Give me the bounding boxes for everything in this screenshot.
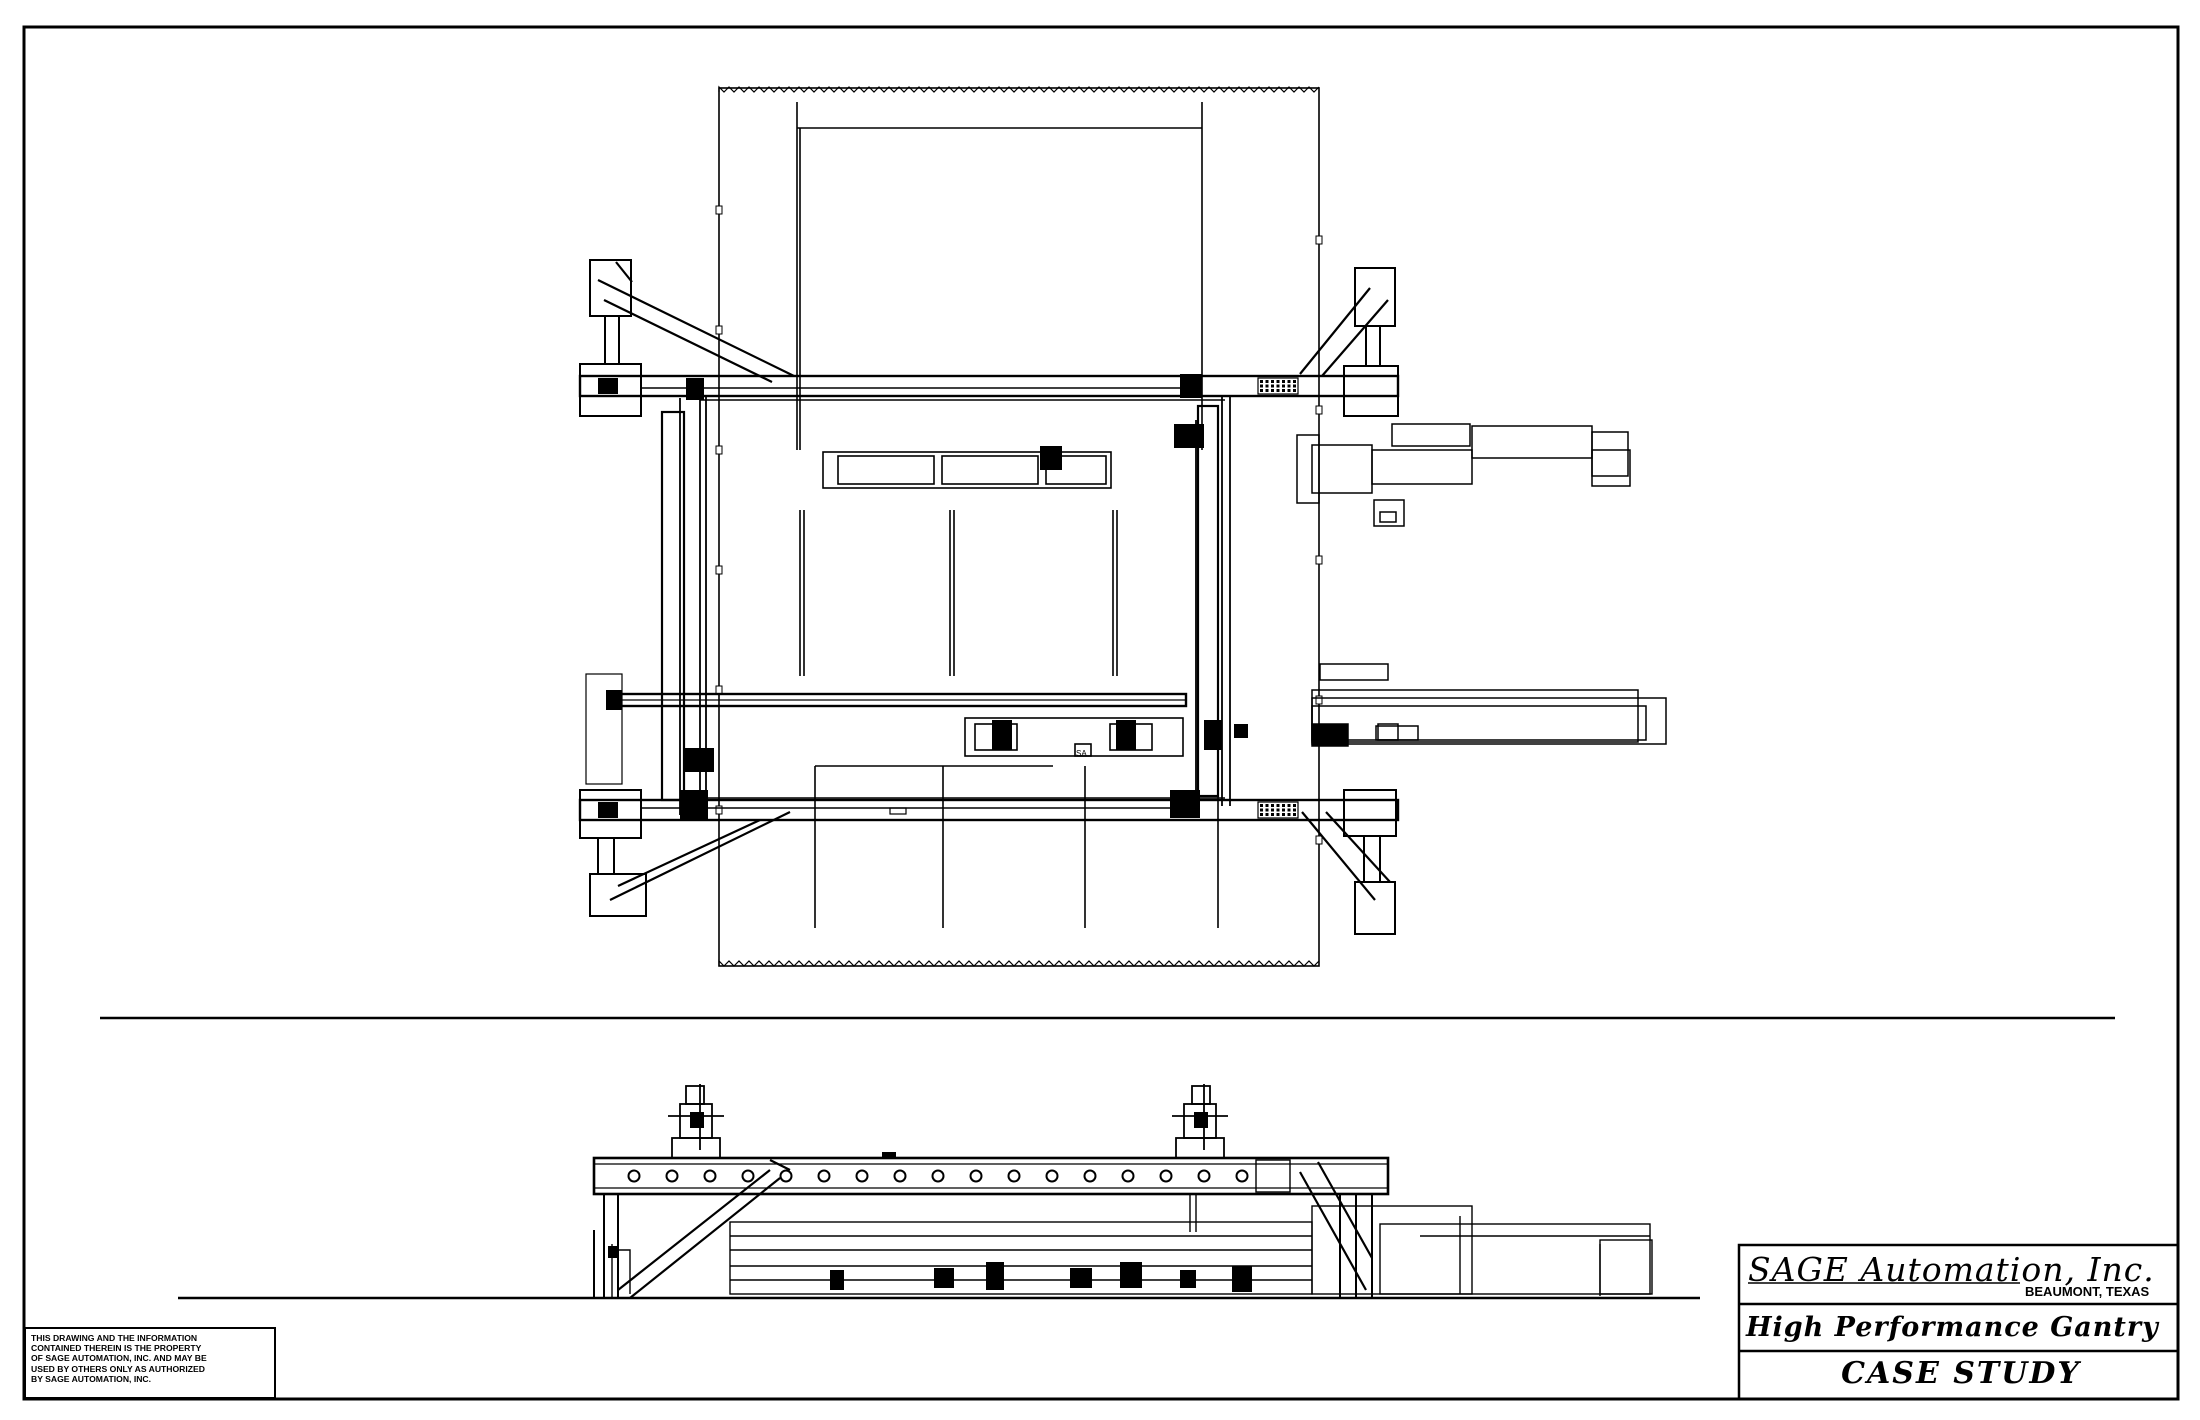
elevation-view: [178, 1084, 1700, 1300]
gantry-bottom-beam: [578, 798, 1400, 822]
support-plate-tl: [589, 259, 632, 317]
support-plate-tr: [1354, 267, 1396, 327]
brace-bl: [609, 811, 791, 901]
title-block-frame: [1737, 1243, 2180, 1401]
left-rail: [660, 410, 686, 802]
elevation-conveyor: [610, 1194, 1653, 1298]
disclaimer-note: THIS DRAWING AND THE INFORMATION CONTAIN…: [24, 1327, 276, 1399]
beam-vents: [1260, 380, 1296, 816]
elevation-braces: [617, 1159, 1373, 1299]
elevation-beam: [592, 1156, 1390, 1196]
brace-br: [1301, 811, 1391, 901]
gantry-head-right: [1172, 1084, 1228, 1159]
company-name: SAGE Automation, Inc.: [1748, 1250, 2155, 1289]
elevation-vent-plate: [1255, 1159, 1291, 1193]
right-side-equipment: [1296, 423, 1667, 747]
upper-curtain-frame: [796, 102, 1203, 450]
gantry-head-left: [668, 1084, 724, 1159]
fence-posts: [715, 205, 1323, 845]
sheet-border: [22, 25, 2180, 1401]
plan-view: SA: [578, 85, 1667, 967]
drawing-title: CASE STUDY: [1841, 1356, 2081, 1391]
elevation-tooling: [608, 1246, 1252, 1292]
lower-curtain-frame: [814, 765, 1219, 928]
fence-enclosure: [718, 87, 1320, 967]
gantry-top-beam: [578, 374, 1400, 398]
support-plate-br: [1343, 789, 1397, 837]
workspace-bars: [799, 510, 1118, 676]
brace-tr: [1299, 287, 1389, 377]
company-location: BEAUMONT, TEXAS: [2025, 1284, 2150, 1299]
right-rail: [1196, 404, 1220, 798]
elevation-legs: [593, 1194, 1373, 1298]
rack-marker-label: SA: [1076, 749, 1087, 758]
tool-rack-upper: [822, 451, 1112, 489]
fence-mesh-top: [718, 85, 1320, 93]
carriage-blocks: [598, 374, 1248, 820]
fence-mesh-bottom: [718, 959, 1320, 967]
beam-holes: [627, 1169, 1249, 1183]
project-title: High Performance Gantry: [1746, 1312, 2159, 1343]
brace-tl: [597, 261, 795, 383]
